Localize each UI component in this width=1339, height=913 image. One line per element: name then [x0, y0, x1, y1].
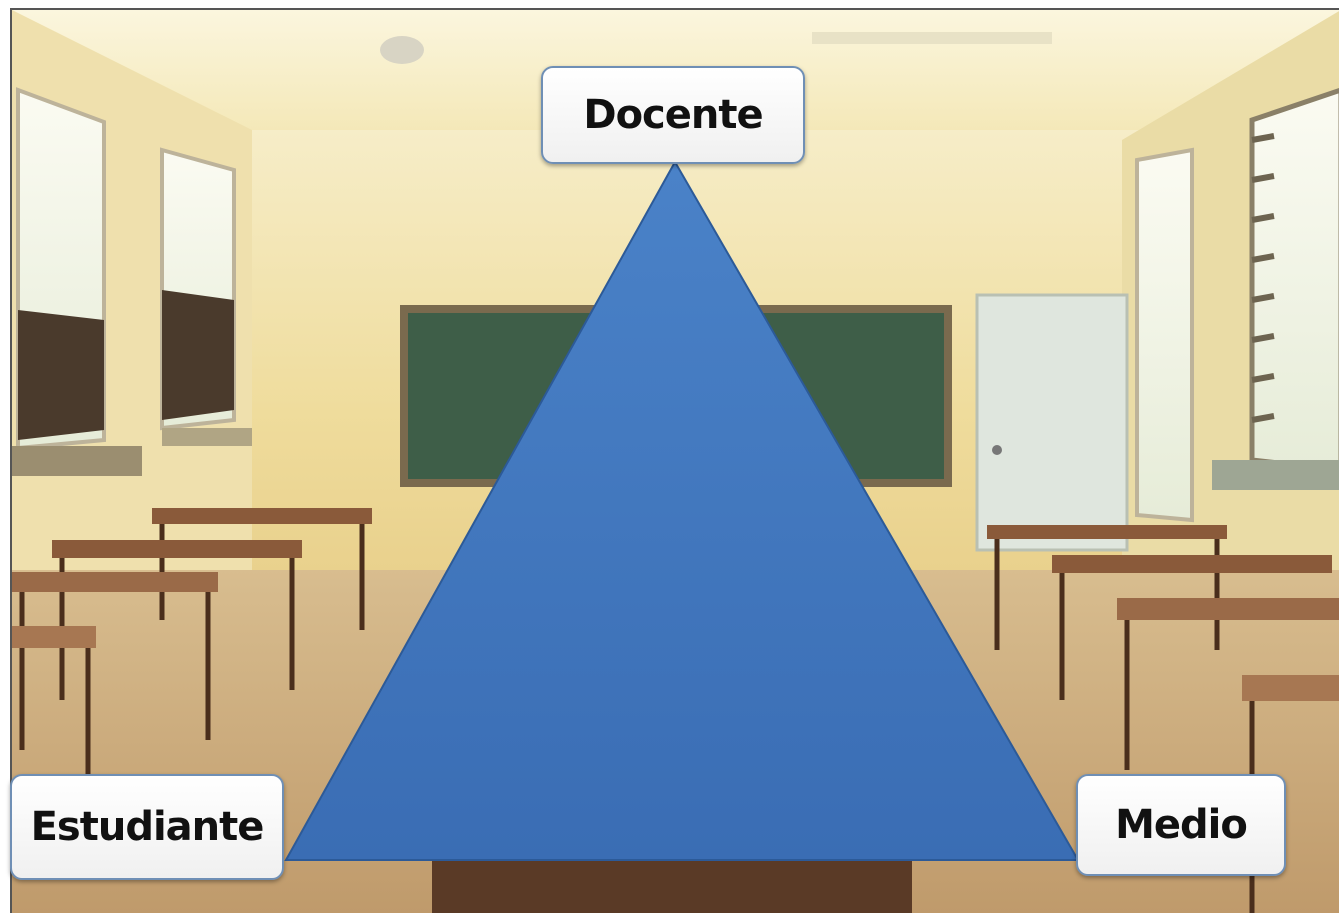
docente-node: Docente: [541, 66, 805, 164]
ceiling-vent: [812, 32, 1052, 44]
didactic-triangle: [284, 159, 1080, 861]
door-knob: [992, 445, 1002, 455]
teacher-desk: [432, 860, 912, 913]
left-desks: [12, 508, 372, 780]
medio-node: Medio: [1076, 774, 1286, 876]
right-windows: [1135, 88, 1339, 523]
medio-label: Medio: [1115, 802, 1248, 848]
estudiante-node: Estudiante: [10, 774, 284, 880]
door: [975, 293, 1129, 552]
estudiante-label: Estudiante: [30, 804, 265, 850]
right-desks: [987, 525, 1339, 913]
docente-label: Docente: [583, 92, 763, 138]
classroom-illustration: [12, 10, 1339, 913]
ceiling-light: [380, 36, 424, 64]
classroom-background: [10, 8, 1339, 913]
left-windows: [12, 87, 252, 476]
